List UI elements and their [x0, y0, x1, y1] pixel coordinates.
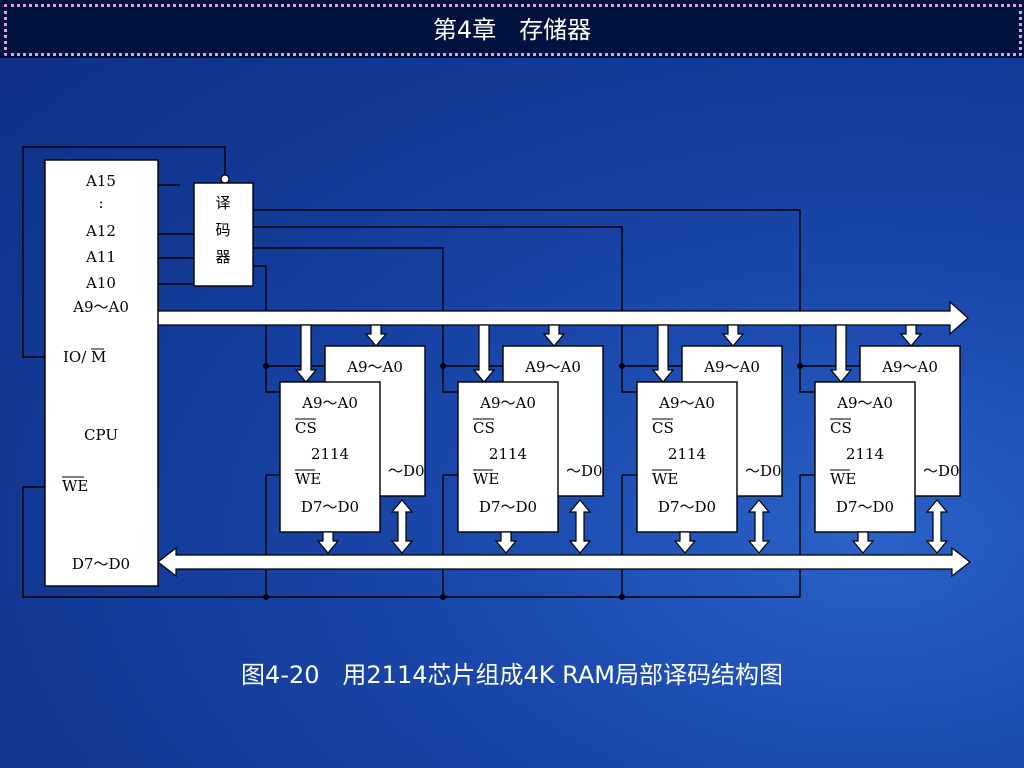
cpu-addr: A9～A0	[72, 298, 129, 316]
chip-data: D7～D0	[658, 498, 716, 516]
we-wire	[22, 486, 800, 598]
cpu-name: CPU	[84, 426, 118, 444]
chip-back-data: ～D0	[923, 462, 960, 480]
decoder-char-2: 码	[215, 221, 230, 239]
slide-title: 第4章 存储器	[432, 16, 592, 44]
chip-back-addr: A9～A0	[881, 358, 938, 376]
chip-cs: CS	[830, 419, 852, 437]
chip-we: WE	[295, 470, 321, 488]
chip-name: 2114	[489, 445, 527, 463]
chip-addr: A9～A0	[658, 394, 715, 412]
address-bus	[157, 300, 969, 336]
chip-back-addr: A9～A0	[703, 358, 760, 376]
chip-data: D7～D0	[836, 498, 894, 516]
cpu-iom: IO/	[63, 348, 87, 366]
wires	[22, 146, 860, 598]
cpu-a15: A15	[85, 172, 116, 190]
decoder-char-3: 器	[215, 248, 230, 266]
chip-name: 2114	[846, 445, 884, 463]
junction-dots	[263, 363, 803, 600]
chip-we: WE	[652, 470, 678, 488]
chip-name: 2114	[668, 445, 706, 463]
cpu-we: WE	[62, 477, 88, 495]
chip-data: D7～D0	[301, 498, 359, 516]
chip-back-addr: A9～A0	[346, 358, 403, 376]
title-bar: 第4章 存储器	[0, 0, 1024, 58]
chip-back-addr: A9～A0	[524, 358, 581, 376]
cpu-a12: A12	[85, 222, 116, 240]
cpu-iom-bar: M	[91, 348, 106, 366]
cpu-dots: :	[98, 194, 103, 212]
decoder-out-2	[253, 226, 637, 393]
cpu-a10: A10	[85, 274, 116, 292]
chip-addr: A9～A0	[301, 394, 358, 412]
decoder-out-1	[253, 209, 815, 393]
chip-name: 2114	[311, 445, 349, 463]
title-dotted-border	[4, 4, 1022, 56]
iom-wire	[22, 146, 226, 358]
data-bus	[157, 546, 971, 578]
chip-we: WE	[473, 470, 499, 488]
chip-cs: CS	[295, 419, 317, 437]
chip-back-data: ～D0	[745, 462, 782, 480]
chip-addr: A9～A0	[836, 394, 893, 412]
chip-back-data: ～D0	[566, 462, 603, 480]
cpu-data: D7～D0	[72, 555, 130, 573]
decoder-box: 译 码 器	[193, 174, 254, 287]
decoder-char-1: 译	[215, 194, 230, 212]
chip-addr: A9～A0	[479, 394, 536, 412]
chip-cs: CS	[652, 419, 674, 437]
chip-we: WE	[830, 470, 856, 488]
decoder-out-4	[253, 265, 280, 393]
chip-cs: CS	[473, 419, 495, 437]
cpu-a11: A11	[85, 248, 116, 266]
chip-data: D7～D0	[479, 498, 537, 516]
chip-back-data: ～D0	[388, 462, 425, 480]
figure-caption: 图4-20 用2114芯片组成4K RAM局部译码结构图	[241, 661, 783, 689]
cpu-box: A15 : A12 A11 A10 A9～A0 IO/ M CPU WE D7～…	[44, 159, 159, 587]
